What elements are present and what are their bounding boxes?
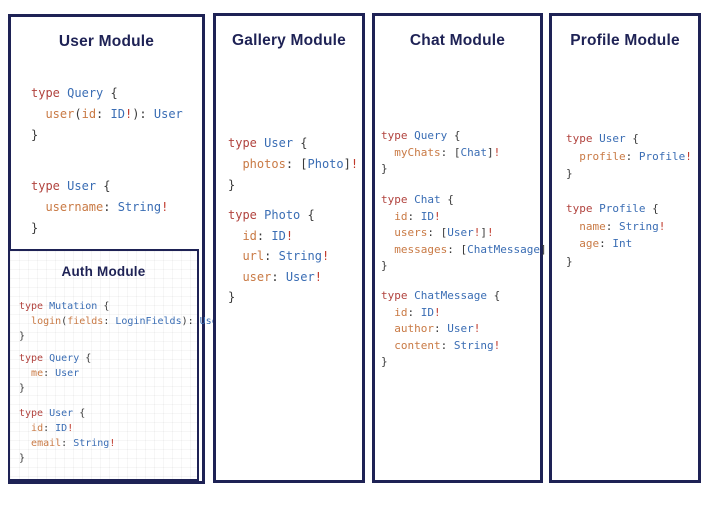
code-line: type Query { <box>19 353 92 364</box>
code-line: id: ID! <box>242 228 294 243</box>
code-line: user(id: ID!): User <box>45 107 183 121</box>
auth-module-code-mutation: type Mutation { login(fields: LoginField… <box>19 299 224 344</box>
chat-module-panel: Chat Module type Query { myChats: [Chat]… <box>372 13 553 483</box>
auth-module-panel: Auth Module type Mutation { login(fields… <box>8 249 224 481</box>
auth-module-code-user: type User { id: ID! email: String!} <box>19 406 115 466</box>
code-line: users: [User!]! <box>394 226 494 239</box>
user-module-title: User Module <box>58 33 155 50</box>
code-line: me: User <box>31 368 80 379</box>
code-line: } <box>19 331 26 342</box>
code-line: messages: [ChatMessage]! <box>394 242 553 256</box>
code-line: type User { <box>19 408 86 419</box>
code-line: type Profile { <box>566 202 659 215</box>
code-line: type User { <box>566 132 639 145</box>
code-line: } <box>228 178 236 192</box>
code-line: } <box>228 290 236 304</box>
chat-module-code-chat: type Chat { id: ID! users: [User!]! mess… <box>381 192 553 275</box>
code-line: photos: [Photo]! <box>242 157 359 171</box>
code-line: } <box>19 453 26 464</box>
profile-module-code-user: type User { profile: Profile!} <box>566 130 692 183</box>
code-line: type Chat { <box>381 193 454 206</box>
code-line: } <box>19 383 26 394</box>
code-line: content: String! <box>394 338 501 352</box>
code-line: type Query { <box>31 86 118 100</box>
user-module-code-query: type Query { user(id: ID!): User} <box>31 83 183 146</box>
code-line: } <box>566 167 573 180</box>
code-line: email: String! <box>31 438 116 449</box>
code-line: type User { <box>31 179 111 193</box>
code-line: id: ID! <box>31 423 74 434</box>
gallery-module-panel: Gallery Module type User { photos: [Phot… <box>213 13 365 483</box>
code-line: user: User! <box>242 269 322 284</box>
code-line: name: String! <box>579 219 666 233</box>
chat-module-code-chatmessage: type ChatMessage { id: ID! author: User!… <box>381 288 500 371</box>
code-line: } <box>381 162 388 175</box>
chat-module-title: Chat Module <box>409 32 506 49</box>
gallery-module-code-photo: type Photo { id: ID! url: String! user: … <box>228 205 329 308</box>
code-line: age: Int <box>579 237 633 250</box>
gallery-module-title: Gallery Module <box>232 32 346 49</box>
code-line: myChats: [Chat]! <box>394 145 501 159</box>
code-line: url: String! <box>242 249 330 263</box>
code-line: id: ID! <box>394 209 441 223</box>
code-line: } <box>31 221 39 235</box>
profile-module-panel: Profile Module type User { profile: Prof… <box>549 13 701 483</box>
code-line: id: ID! <box>394 305 441 319</box>
user-module-code-user: type User { username: String!} <box>31 176 168 239</box>
user-module-panel: User Module type Query { user(id: ID!): … <box>8 14 224 484</box>
code-line: } <box>566 254 573 268</box>
code-line: author: User! <box>394 322 481 335</box>
code-line: type Mutation { <box>19 301 110 312</box>
code-line: type Query { <box>381 129 461 142</box>
code-line: type User { <box>228 136 308 150</box>
code-line: } <box>381 355 388 368</box>
code-line: type Photo { <box>228 208 315 222</box>
profile-module-code-profile: type Profile { name: String! age: Int} <box>566 200 665 270</box>
code-line: profile: Profile! <box>579 149 692 163</box>
code-line: } <box>31 128 39 142</box>
auth-module-title: Auth Module <box>61 264 146 279</box>
code-line: } <box>381 259 388 272</box>
profile-module-title: Profile Module <box>570 32 680 49</box>
code-line: login(fields: LoginFields): User <box>31 316 224 327</box>
gallery-module-code-user: type User { photos: [Photo]!} <box>228 133 358 196</box>
auth-module-code-query: type Query { me: User} <box>19 351 91 396</box>
code-line: username: String! <box>45 200 169 214</box>
code-line: type ChatMessage { <box>381 289 501 302</box>
chat-module-code-query: type Query { myChats: [Chat]!} <box>381 128 500 178</box>
